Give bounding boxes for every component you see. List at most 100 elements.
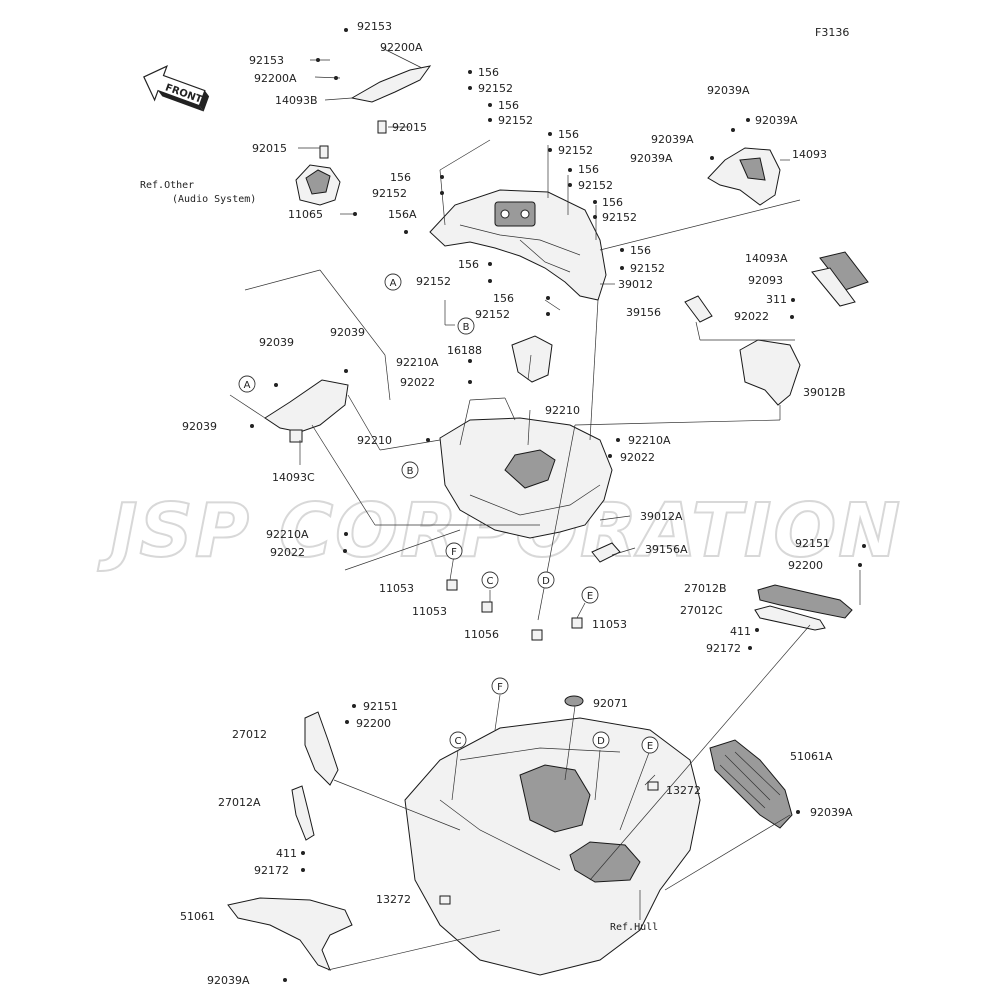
label-39012B: 39012B (803, 386, 846, 399)
label-16188: 16188 (447, 344, 482, 357)
label-92039A-6: 92039A (207, 974, 250, 987)
part-labels: 92153 92200A 92153 92200A 14093B 92015 9… (140, 20, 853, 987)
callout-b-2: B (401, 461, 419, 479)
label-156-4: 156 (578, 163, 599, 176)
svg-text:D: D (597, 736, 605, 747)
label-92152-3: 92152 (558, 144, 593, 157)
console-upper-39012 (429, 189, 607, 301)
label-156-7: 156 (630, 244, 651, 257)
svg-text:B: B (407, 466, 414, 477)
label-92210-2: 92210 (357, 434, 392, 447)
label-92152-2: 92152 (498, 114, 533, 127)
svg-text:F: F (451, 547, 457, 558)
cover-39012B (739, 339, 801, 406)
label-92039-2: 92039 (330, 326, 365, 339)
label-92039A-5: 92039A (810, 806, 853, 819)
label-92022-4: 92022 (270, 546, 305, 559)
callout-a-2: A (238, 375, 256, 393)
label-39156A: 39156A (645, 543, 688, 556)
label-27012: 27012 (232, 728, 267, 741)
panel-51061A (709, 739, 793, 829)
callout-f-1: F (445, 542, 463, 560)
label-92039A-1: 92039A (707, 84, 750, 97)
diagram-code: F3136 (815, 26, 849, 39)
label-92039A-2: 92039A (651, 133, 694, 146)
label-14093B: 14093B (275, 94, 318, 107)
svg-text:D: D (542, 576, 550, 587)
leader-lines (229, 47, 861, 971)
label-311: 311 (766, 293, 787, 306)
label-156-2: 156 (498, 99, 519, 112)
clip-11053-a (446, 579, 458, 591)
label-92200A-b: 92200A (254, 72, 297, 85)
label-14093: 14093 (792, 148, 827, 161)
callout-d-2: D (592, 731, 610, 749)
cap-92071 (564, 695, 584, 707)
label-156A: 156A (388, 208, 417, 221)
label-51061: 51061 (180, 910, 215, 923)
label-411-1: 411 (730, 625, 751, 638)
label-39156: 39156 (626, 306, 661, 319)
label-11053-3: 11053 (592, 618, 627, 631)
label-92152-5: 92152 (602, 211, 637, 224)
ref-other: Ref.Other (140, 180, 194, 191)
label-92152-7: 92152 (630, 262, 665, 275)
label-92172-2: 92172 (254, 864, 289, 877)
label-92153: 92153 (357, 20, 392, 33)
label-92015: 92015 (392, 121, 427, 134)
label-92210-1: 92210 (545, 404, 580, 417)
label-92200A: 92200A (380, 41, 423, 54)
svg-text:C: C (487, 576, 494, 587)
bracket-27012 (304, 711, 339, 786)
panel-51061 (227, 897, 353, 971)
callouts: A B A B F C D E F C D E (238, 273, 659, 754)
svg-text:F: F (497, 682, 503, 693)
label-156-3: 156 (558, 128, 579, 141)
label-27012B: 27012B (684, 582, 727, 595)
label-92015-b: 92015 (252, 142, 287, 155)
label-92151-2: 92151 (363, 700, 398, 713)
label-156-6: 156 (390, 171, 411, 184)
clip-13272-b (439, 895, 451, 905)
pad-39156 (684, 295, 713, 323)
label-92172-1: 92172 (706, 642, 741, 655)
label-92210A-1: 92210A (396, 356, 439, 369)
svg-text:A: A (244, 380, 251, 391)
svg-text:A: A (390, 278, 397, 289)
collar-92015 (377, 120, 387, 134)
label-27012C: 27012C (680, 604, 723, 617)
label-13272-1: 13272 (666, 784, 701, 797)
ref-other-audio: (Audio System) (172, 194, 256, 205)
box-16188 (511, 335, 553, 383)
label-156-5: 156 (602, 196, 623, 209)
label-51061A: 51061A (790, 750, 833, 763)
label-27012A: 27012A (218, 796, 261, 809)
label-92210A-2: 92210A (628, 434, 671, 447)
label-11065: 11065 (288, 208, 323, 221)
label-92210A-3: 92210A (266, 528, 309, 541)
svg-text:B: B (463, 322, 470, 333)
callout-a-1: A (384, 273, 402, 291)
label-14093C: 14093C (272, 471, 315, 484)
label-92152-4: 92152 (578, 179, 613, 192)
label-92152-9: 92152 (475, 308, 510, 321)
clip-11053-c (571, 617, 583, 629)
clip-11056 (531, 629, 543, 641)
label-11053-1: 11053 (379, 582, 414, 595)
label-92039-1: 92039 (259, 336, 294, 349)
clip-11053-b (481, 601, 493, 613)
label-11056: 11056 (464, 628, 499, 641)
callout-e-2: E (641, 736, 659, 754)
label-39012: 39012 (618, 278, 653, 291)
clip-13272-a (647, 781, 659, 791)
seal-92093 (811, 267, 856, 307)
cover-14093B (350, 65, 432, 103)
label-92022-1: 92022 (734, 310, 769, 323)
svg-text:C: C (455, 736, 462, 747)
label-92039-3: 92039 (182, 420, 217, 433)
callout-c-2: C (449, 731, 467, 749)
label-411-2: 411 (276, 847, 297, 860)
label-92022-2: 92022 (400, 376, 435, 389)
bracket-27012C (754, 605, 826, 631)
